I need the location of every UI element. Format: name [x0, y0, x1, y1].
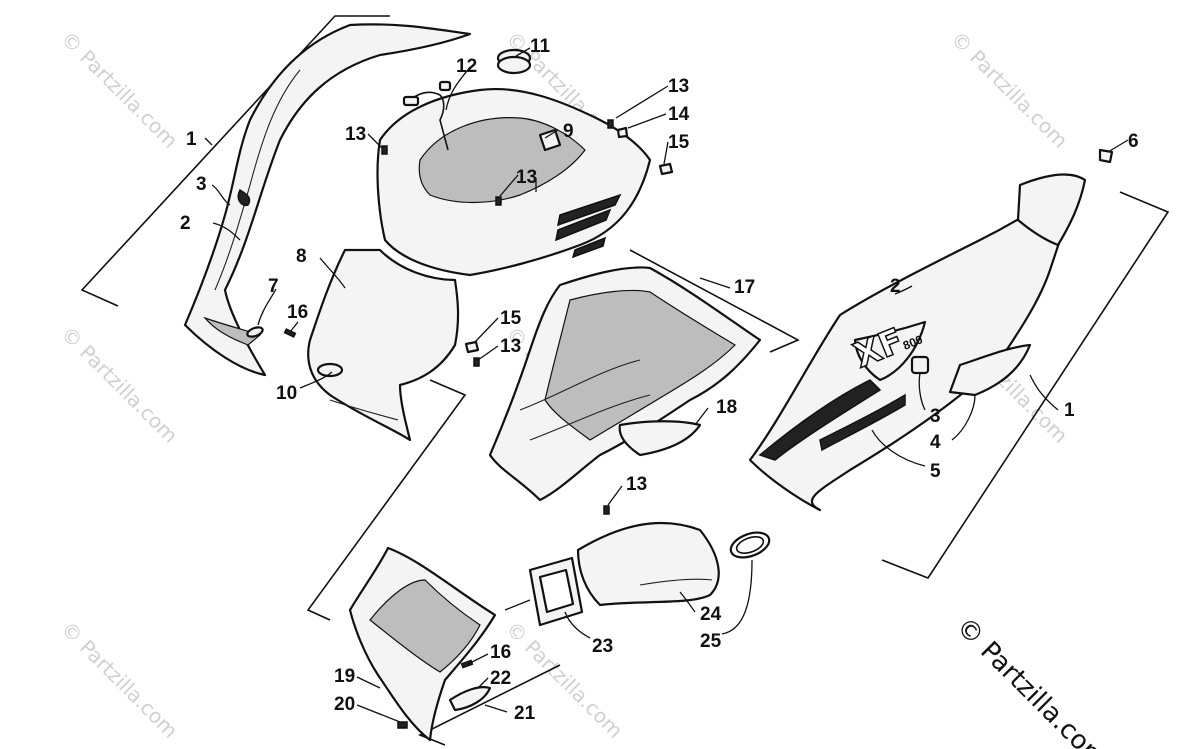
left-side-panel[interactable]: [183, 23, 472, 377]
right-side-panel[interactable]: XF 800: [748, 148, 1114, 512]
front-lower-panel[interactable]: [348, 546, 497, 742]
callout-6: 6: [1128, 131, 1139, 152]
part-23-seal[interactable]: [528, 556, 584, 627]
callout-18: 18: [716, 397, 737, 418]
leader-lines: [204, 47, 1129, 723]
callout-16-left: 16: [287, 302, 308, 323]
callout-8: 8: [296, 246, 307, 267]
callout-1-left: 1: [186, 129, 197, 150]
group-brackets: [80, 15, 1170, 746]
callout-13-a: 13: [345, 124, 366, 145]
callout-25: 25: [700, 631, 722, 652]
watermark-7: © Partzilla.com: [56, 617, 182, 743]
callout-13-c: 13: [668, 76, 689, 97]
callout-1-right: 1: [1064, 400, 1075, 421]
part-25-clamp[interactable]: [727, 528, 772, 562]
callout-16-bottom: 16: [490, 642, 511, 663]
callout-19: 19: [334, 666, 355, 687]
part-17-airbox[interactable]: [488, 266, 762, 502]
callout-2-right: 2: [890, 276, 901, 297]
part-20-fastener[interactable]: [397, 721, 408, 729]
callout-10: 10: [276, 383, 297, 404]
callout-3-left: 3: [196, 174, 207, 195]
callout-9: 9: [563, 121, 574, 142]
part-6-fastener[interactable]: [1098, 148, 1114, 164]
callout-14: 14: [668, 104, 690, 125]
callout-12: 12: [456, 56, 477, 77]
callout-15-mid: 15: [500, 308, 522, 329]
fasteners[interactable]: [283, 119, 674, 669]
callout-labels: 1 3 2 7 16 8 10 11 12 9 13 13 13 14 15 6…: [180, 36, 1139, 724]
callout-22: 22: [490, 668, 511, 689]
callout-15-top: 15: [668, 132, 690, 153]
callout-2-left: 2: [180, 213, 191, 234]
callout-5: 5: [930, 461, 941, 482]
part-24-duct[interactable]: [576, 521, 720, 607]
part-18-pad[interactable]: [618, 420, 702, 457]
callout-20: 20: [334, 694, 355, 715]
part-11-grommet[interactable]: [496, 48, 532, 75]
callout-7: 7: [268, 276, 279, 297]
bracket-right-hood: [881, 191, 1170, 579]
watermark-4: © Partzilla.com: [56, 322, 182, 448]
part-7-pad[interactable]: [246, 326, 264, 339]
bracket-air-intake: [629, 249, 800, 353]
callout-11: 11: [530, 36, 551, 57]
callout-13-b: 13: [516, 167, 537, 188]
callout-21: 21: [514, 703, 536, 724]
part-22-pad[interactable]: [448, 686, 492, 712]
callout-13-e: 13: [626, 474, 647, 495]
part-3-clip[interactable]: [910, 355, 930, 375]
watermark-1: © Partzilla.com: [56, 27, 182, 153]
bracket-bottom: [418, 664, 561, 746]
part-12-harness[interactable]: [402, 80, 452, 151]
watermark-corner: © Partzilla.com: [950, 612, 1113, 749]
callout-17: 17: [734, 277, 755, 298]
callout-13-d: 13: [500, 336, 521, 357]
callout-3-right: 3: [930, 406, 941, 427]
part-9-clip[interactable]: [538, 128, 562, 152]
bracket-left-hood: [80, 15, 390, 307]
bracket-front-panel: [306, 379, 467, 621]
watermark-3: © Partzilla.com: [946, 27, 1072, 153]
callout-23: 23: [592, 636, 613, 657]
callout-4: 4: [930, 432, 941, 453]
callout-24: 24: [700, 604, 722, 625]
